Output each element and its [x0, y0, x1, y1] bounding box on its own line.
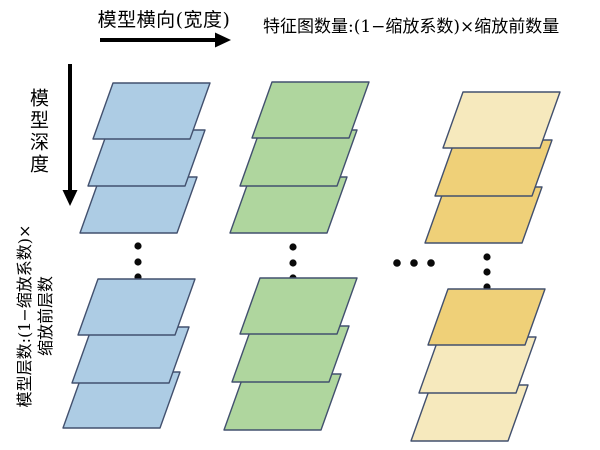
model-layer-count-label-line2: 缩放前层数 — [36, 276, 55, 357]
green-bottom-stack — [223, 277, 358, 431]
layer-parallelogram — [442, 91, 561, 149]
model-layer-count-label: 模型层数:(1−缩放系数)× 缩放前层数 — [14, 210, 56, 422]
green-top-stack — [229, 81, 370, 234]
yellow-bottom-stack — [410, 288, 546, 442]
vertical-ellipsis-yellow-icon — [483, 253, 491, 291]
horizontal-ellipsis-icon — [393, 259, 435, 267]
width-arrow — [100, 32, 231, 48]
yellow-top-stack — [424, 91, 561, 244]
blue-top-stack — [79, 82, 211, 234]
layer-parallelogram — [251, 81, 370, 139]
vertical-ellipsis-green-icon — [289, 243, 297, 282]
model-depth-label: 模型深度 — [27, 88, 49, 176]
layer-parallelogram — [77, 278, 196, 336]
model-width-label: 模型横向(宽度) — [97, 9, 231, 31]
layer-parallelogram — [239, 277, 358, 335]
model-layer-count-label-line1: 模型层数:(1−缩放系数)× — [15, 224, 34, 408]
blue-bottom-stack — [62, 278, 196, 429]
feature-map-count-label: 特征图数量:(1−缩放系数)×缩放前数量 — [263, 17, 560, 37]
depth-arrow-head-icon — [62, 190, 78, 206]
layer-parallelogram — [92, 82, 211, 140]
width-arrow-head-icon — [215, 32, 231, 48]
layer-parallelogram — [427, 288, 546, 346]
depth-arrow — [62, 64, 78, 206]
vertical-ellipsis-blue-icon — [134, 242, 142, 281]
